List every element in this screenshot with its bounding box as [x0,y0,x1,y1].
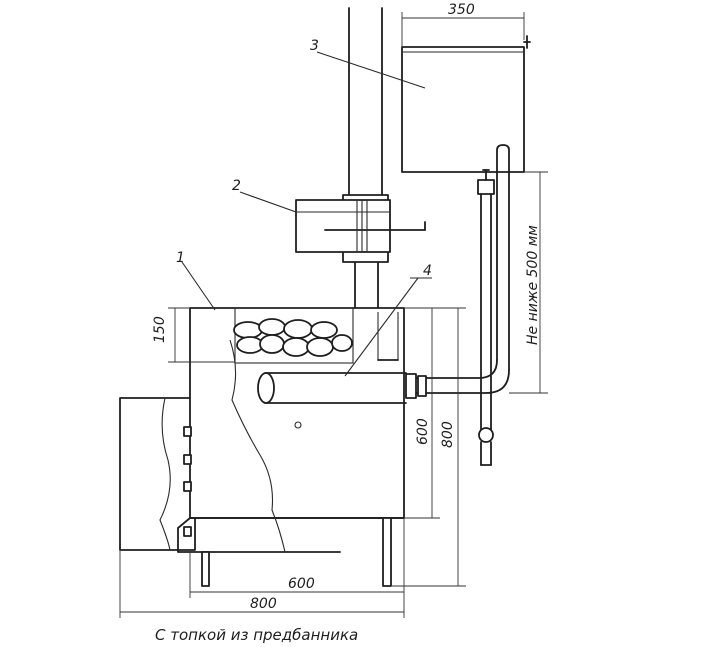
connecting-pipes [405,144,510,466]
stove-pipe [257,372,407,404]
dim-800-horizontal: 800 [250,596,277,612]
dim-600-vertical: 600 [415,418,431,445]
stones [233,318,353,357]
callout-4: 4 [423,263,432,279]
caption: С топкой из предбанника [155,626,358,644]
dim-800-vertical: 800 [440,421,456,448]
dim-350: 350 [448,2,475,18]
chimney-pipe [342,7,389,313]
dim-tank-elevation: Не ниже 500 мм [525,225,541,345]
callout-leaders [181,51,432,377]
callout-3: 3 [310,38,319,54]
dim-600-horizontal: 600 [288,576,315,592]
water-tank [401,35,531,173]
callout-1: 1 [176,250,185,266]
callout-2: 2 [232,178,241,194]
dim-150: 150 [152,316,168,343]
dimension-lines [119,12,548,618]
pipe-tank [295,199,426,253]
legs [201,517,392,587]
